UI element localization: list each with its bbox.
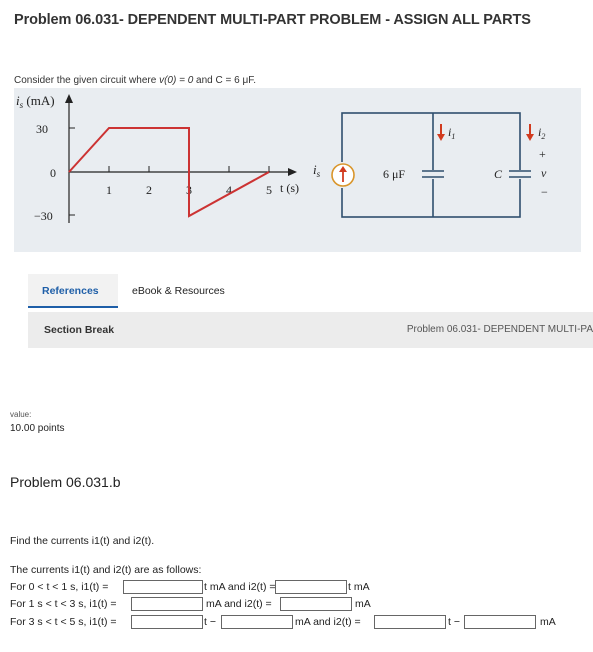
page-title: Problem 06.031- DEPENDENT MULTI-PART PRO… [14, 12, 531, 28]
row2-end: mA [355, 598, 371, 610]
x-tick-label-1: 1 [106, 183, 112, 197]
source-label: is [313, 162, 321, 179]
row1-range: For 0 < t < 1 s, i1(t) = [10, 581, 109, 593]
row3-mid: mA and i2(t) = [295, 616, 361, 628]
y-tick-label-neg30: −30 [34, 209, 53, 223]
circuit [341, 112, 521, 218]
question-text: Find the currents i1(t) and i2(t). [10, 535, 155, 547]
value-points: 10.00 points [10, 423, 65, 434]
row1-i2-input[interactable] [275, 580, 347, 594]
y-tick-label-30: 30 [36, 122, 48, 136]
row3-t-minus: t − [204, 616, 216, 628]
x-axis-title: t (s) [280, 181, 299, 195]
y-tick-label-0: 0 [50, 166, 56, 180]
row2-mid: mA and i2(t) = [206, 598, 272, 610]
row3-end: mA [540, 616, 556, 628]
problem-intro: Consider the given circuit where v(0) = … [14, 75, 256, 86]
section-break-label: Section Break [44, 324, 115, 336]
voltage-label: v [541, 166, 547, 180]
row2-i2-input[interactable] [280, 597, 352, 611]
waveform-line [68, 127, 270, 218]
row2-range: For 1 s < t < 3 s, i1(t) = [10, 598, 117, 610]
current2-arrow-icon [526, 134, 534, 141]
voltage-minus: − [541, 185, 548, 199]
section-problem-link[interactable]: Problem 06.031- DEPENDENT MULTI-PA [406, 324, 593, 335]
row3-t-minus-2: t − [448, 616, 460, 628]
current2-label: i2 [538, 125, 545, 141]
current1-arrow-icon [437, 134, 445, 141]
voltage-plus: + [539, 147, 546, 161]
x-axis-arrow [288, 168, 297, 176]
part-title: Problem 06.031.b [10, 474, 121, 490]
x-tick-label-4: 4 [226, 183, 232, 197]
answers-intro-text: The currents i1(t) and i2(t) are as foll… [10, 564, 202, 576]
y-axis-arrow [65, 94, 73, 103]
row1-end: t mA [348, 581, 370, 593]
x-tick-label-5: 5 [266, 183, 272, 197]
row3-i1-slope-input[interactable] [131, 615, 203, 629]
row1-mid: t mA and i2(t) = [204, 581, 276, 593]
row3-i2-slope-input[interactable] [374, 615, 446, 629]
value-label: value: [10, 410, 32, 419]
current1-label: i1 [448, 125, 455, 141]
intro-mid: and [193, 75, 216, 86]
intro-v0: v(0) = 0 [159, 75, 194, 86]
row2-i1-input[interactable] [131, 597, 203, 611]
x-tick-label-2: 2 [146, 183, 152, 197]
row1-i1-input[interactable] [123, 580, 203, 594]
circuit-loop [341, 112, 521, 218]
tab-ebook-resources[interactable]: eBook & Resources [132, 285, 225, 297]
section-bar: Section Break Problem 06.031- DEPENDENT … [28, 312, 593, 348]
intro-cval: C = 6 μF. [215, 75, 257, 86]
row3-i1-offset-input[interactable] [221, 615, 293, 629]
tab-references[interactable]: References [28, 274, 118, 308]
source-arrow-icon [339, 166, 347, 172]
capacitor2-label: C [494, 167, 503, 181]
row3-i2-offset-input[interactable] [464, 615, 536, 629]
row3-range: For 3 s < t < 5 s, i1(t) = [10, 616, 117, 628]
capacitor1-label: 6 μF [383, 167, 405, 181]
intro-prefix: Consider the given circuit where [14, 75, 160, 86]
y-axis-title: is (mA) [16, 93, 55, 110]
